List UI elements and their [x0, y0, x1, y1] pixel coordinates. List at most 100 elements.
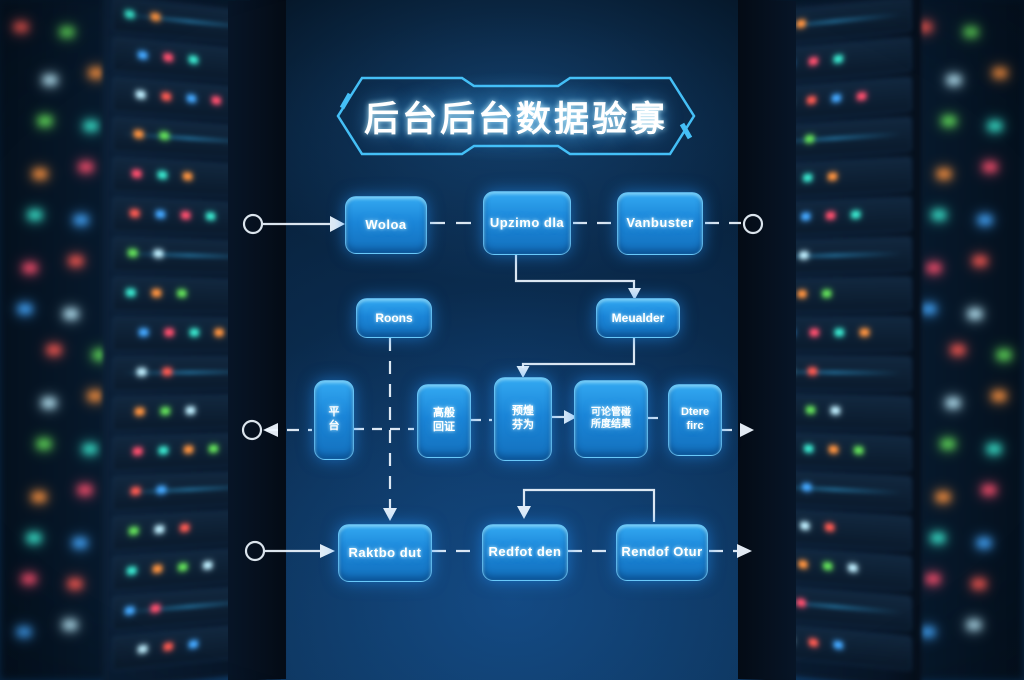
led-light — [978, 215, 992, 225]
led-light — [826, 211, 835, 220]
led-light — [162, 368, 172, 376]
led-light — [73, 538, 87, 548]
led-light — [126, 288, 136, 297]
led-light — [156, 486, 166, 494]
node-label-line2: 台 — [328, 420, 340, 432]
led-light — [152, 289, 161, 297]
led-light — [932, 210, 946, 220]
node-label: Roons — [375, 310, 413, 325]
led-light — [125, 606, 135, 615]
led-light — [936, 492, 950, 502]
led-light — [833, 55, 843, 63]
flow-node-roons: Roons — [356, 298, 432, 338]
led-light — [983, 162, 997, 172]
led-light — [947, 75, 961, 85]
led-light — [28, 210, 42, 220]
led-light — [22, 574, 36, 584]
led-light — [27, 533, 41, 543]
led-light — [127, 566, 137, 575]
led-light — [163, 642, 173, 651]
led-light — [83, 444, 97, 454]
led-light — [32, 492, 46, 502]
led-light — [206, 212, 215, 220]
led-light — [832, 94, 841, 103]
led-light — [60, 27, 74, 37]
led-light — [133, 447, 143, 456]
led-light — [946, 398, 960, 408]
led-light — [68, 579, 82, 589]
led-light — [187, 94, 196, 103]
flow-node-yuhuang: 预煌 芬为 — [494, 377, 552, 461]
node-label: Woloa — [365, 216, 407, 232]
led-light — [178, 563, 188, 571]
node-label-line1: 高般 — [433, 407, 455, 420]
led-light — [33, 169, 47, 179]
led-light — [977, 538, 991, 548]
node-label: Meualder — [611, 310, 665, 325]
led-light — [828, 172, 837, 181]
led-light — [921, 627, 935, 637]
led-light — [63, 620, 77, 630]
led-light — [132, 169, 142, 178]
flow-node-vanbuster: Vanbuster — [617, 192, 703, 255]
led-light — [183, 172, 192, 181]
led-light — [214, 329, 224, 337]
led-light — [186, 406, 195, 415]
node-label-line1: 平 — [328, 406, 340, 419]
led-light — [797, 290, 807, 298]
led-light — [982, 485, 996, 495]
led-light — [38, 116, 52, 126]
led-light — [151, 604, 160, 613]
led-light — [937, 169, 951, 179]
flow-node-upzimo-dla: Upzimo dla — [483, 191, 571, 255]
flow-node-woloa: Woloa — [345, 196, 427, 254]
led-light — [154, 249, 163, 258]
led-light — [138, 51, 148, 60]
led-light — [151, 12, 160, 21]
led-light — [161, 92, 171, 101]
led-light — [158, 446, 168, 455]
led-light — [808, 367, 817, 375]
led-light — [203, 561, 213, 570]
led-light — [69, 256, 83, 266]
led-light — [88, 391, 102, 401]
led-light — [184, 445, 193, 454]
led-light — [181, 211, 191, 219]
led-light — [809, 57, 818, 66]
led-light — [209, 445, 218, 453]
led-light — [164, 328, 174, 336]
server-rack-far-right — [904, 0, 1024, 680]
led-light — [798, 560, 808, 569]
rack-pillar-right — [738, 0, 796, 680]
led-light — [801, 212, 811, 221]
page-title: 后台后台数据验寡 — [363, 99, 668, 139]
led-light — [37, 439, 51, 449]
led-light — [825, 523, 834, 532]
led-light — [927, 263, 941, 273]
led-light — [79, 162, 93, 172]
flow-node-redfot-den: Redfot den — [482, 524, 568, 581]
led-light — [78, 485, 92, 495]
led-light — [931, 533, 945, 543]
led-light — [160, 407, 170, 415]
led-light — [42, 398, 56, 408]
led-light — [155, 525, 164, 534]
led-light — [803, 174, 812, 182]
led-light — [799, 251, 809, 259]
led-light — [941, 439, 955, 449]
led-light — [806, 406, 815, 414]
led-light — [988, 121, 1002, 131]
led-light — [128, 249, 138, 257]
flow-node-meualder: Meualder — [596, 298, 680, 338]
led-light — [74, 215, 88, 225]
led-light — [14, 22, 28, 32]
node-label-line2: 回证 — [433, 421, 455, 433]
flow-node-rendof-otur: Rendof Otur — [616, 524, 708, 581]
server-rack-far-left — [0, 0, 120, 680]
flow-node-dtere: Dtere firc — [668, 384, 722, 456]
led-light — [967, 620, 981, 630]
led-light — [134, 130, 144, 138]
led-light — [89, 68, 103, 78]
node-label-line1: Dtere — [680, 406, 710, 419]
